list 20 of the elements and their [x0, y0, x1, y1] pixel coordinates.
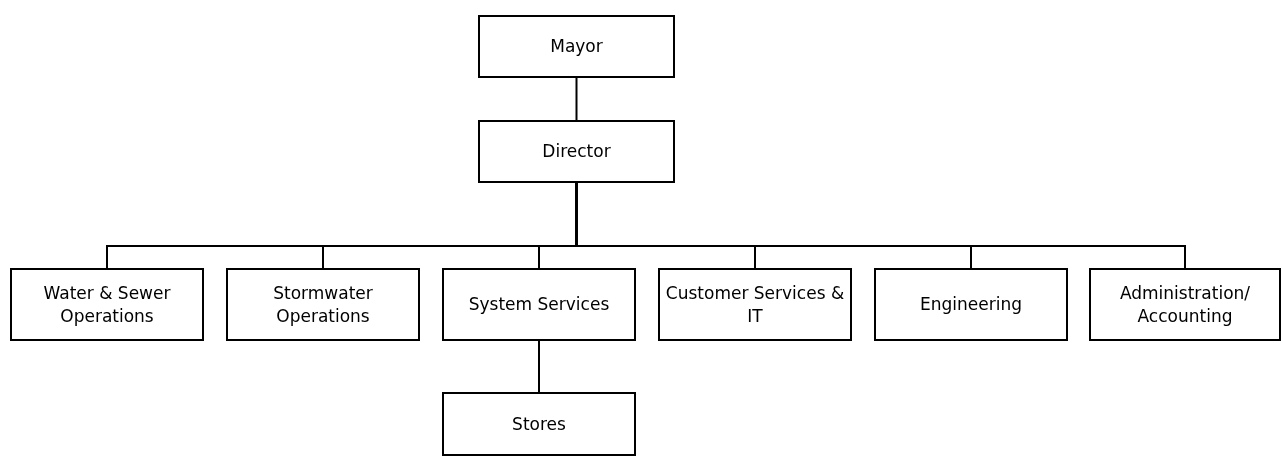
box-label: System Services	[468, 293, 610, 316]
org-box	[226, 268, 420, 341]
connector-line	[538, 340, 540, 393]
box-label: Mayor	[550, 35, 603, 58]
org-box	[1089, 268, 1281, 341]
box-label: Engineering	[920, 293, 1022, 316]
org-box	[442, 268, 636, 341]
connector-line	[575, 77, 578, 121]
box-label: Stores	[512, 412, 566, 436]
org-box	[658, 268, 852, 341]
org-box	[478, 15, 675, 78]
org-box	[478, 120, 675, 183]
box-label: Customer Services & IT	[664, 281, 846, 328]
box-label: Administration/ Accounting	[1118, 281, 1252, 328]
org-box	[874, 268, 1068, 341]
box-label: Water & Sewer Operations	[42, 281, 172, 328]
org-box	[442, 392, 636, 456]
box-label: Stormwater Operations	[272, 281, 374, 328]
box-label: Director	[542, 140, 611, 163]
org-box	[10, 268, 204, 341]
